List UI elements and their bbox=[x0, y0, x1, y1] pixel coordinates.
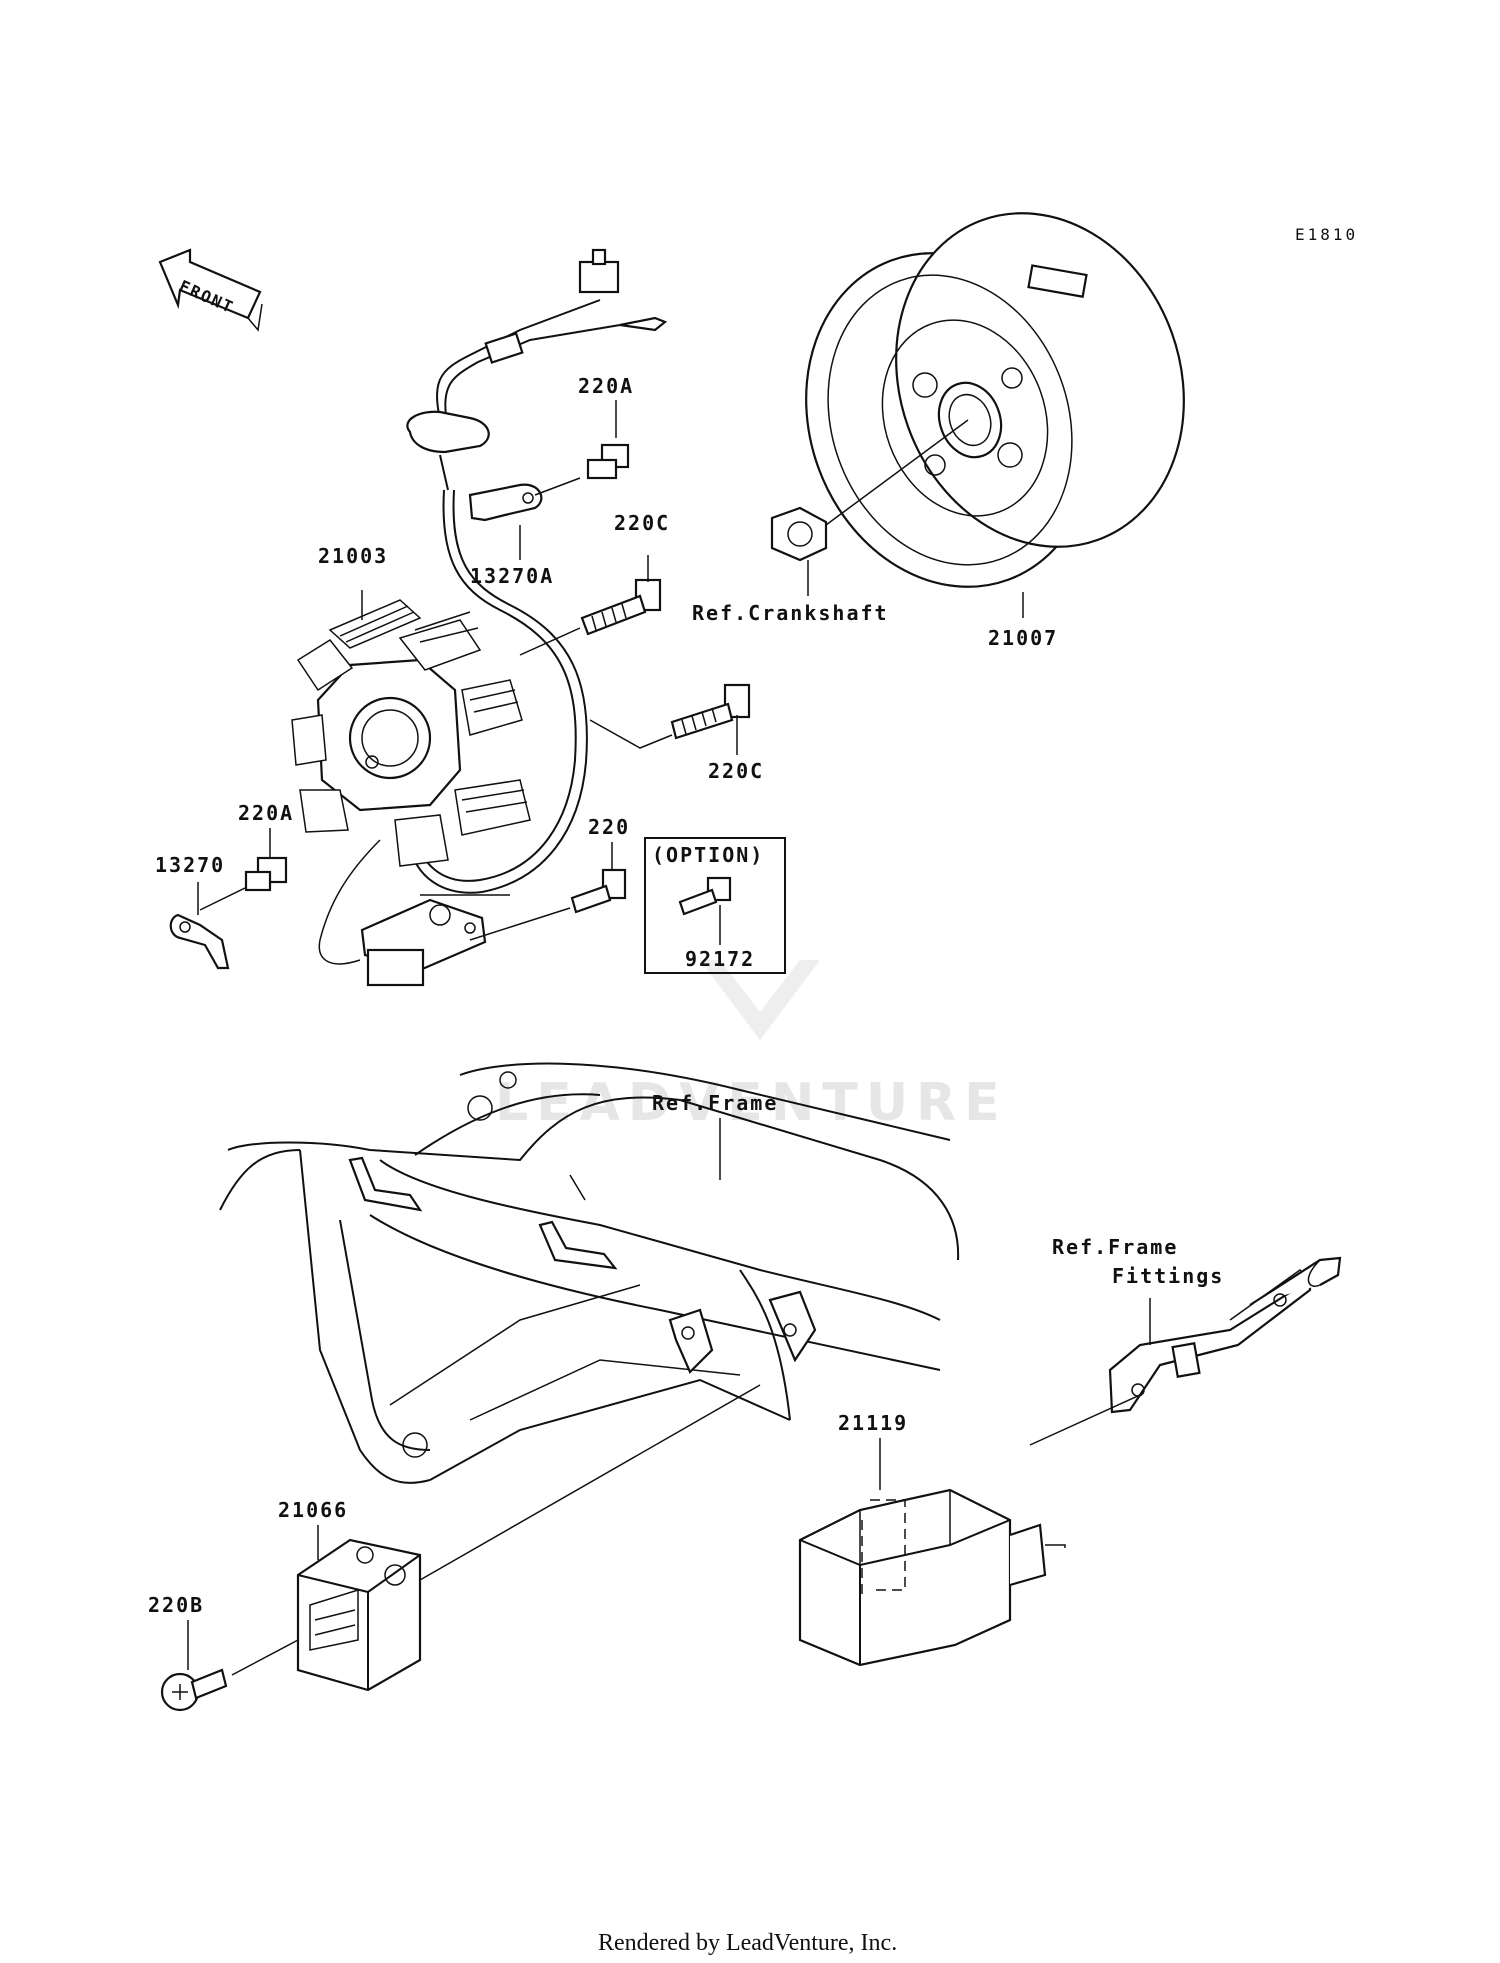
regulator-rectifier bbox=[296, 1538, 422, 1692]
footer-text: Rendered by LeadVenture, Inc. bbox=[598, 1930, 897, 1956]
cdi-unit bbox=[798, 1488, 1066, 1667]
label-220a-left: 220A bbox=[238, 801, 294, 825]
bolt-220a-left bbox=[244, 856, 288, 892]
label-220b: 220B bbox=[148, 1593, 204, 1617]
option-box bbox=[644, 837, 786, 974]
bracket-13270 bbox=[169, 913, 230, 970]
bolt-220a-top bbox=[586, 443, 630, 480]
label-ref-frame-fittings-line1: Ref.Frame bbox=[1052, 1235, 1178, 1259]
part-labels: 220A 13270A 220C 21003 Ref.Crankshaft 21… bbox=[148, 374, 1224, 1617]
label-220c-upper: 220C bbox=[614, 511, 670, 535]
bracket-13270a bbox=[468, 483, 543, 522]
label-ref-crankshaft: Ref.Crankshaft bbox=[692, 601, 889, 625]
screw-220b bbox=[160, 1668, 228, 1712]
frame-structure bbox=[219, 1062, 960, 1484]
flywheel-nut bbox=[770, 506, 828, 562]
watermark-text: LEADVENTURE bbox=[495, 1073, 1008, 1133]
label-220: 220 bbox=[588, 815, 630, 839]
watermark-logo: LEADVENTURE bbox=[495, 960, 1008, 1133]
diagram-code: E1810 bbox=[1295, 225, 1358, 244]
label-220a-top: 220A bbox=[578, 374, 634, 398]
label-21066: 21066 bbox=[278, 1498, 348, 1522]
label-option: (OPTION) bbox=[652, 843, 764, 867]
label-220c-lower: 220C bbox=[708, 759, 764, 783]
label-13270: 13270 bbox=[155, 853, 225, 877]
bolt-220c-upper bbox=[580, 578, 662, 636]
leader-lines bbox=[187, 400, 1151, 1670]
label-21007: 21007 bbox=[988, 626, 1058, 650]
screw-92172 bbox=[678, 876, 732, 916]
label-ref-frame-fittings-line2: Fittings bbox=[1112, 1264, 1224, 1288]
bolt-220 bbox=[570, 868, 627, 914]
stator-assembly bbox=[291, 248, 668, 987]
label-21003: 21003 bbox=[318, 544, 388, 568]
frame-fittings-bracket bbox=[1108, 1256, 1342, 1414]
label-21119: 21119 bbox=[838, 1411, 908, 1435]
flywheel-rotor bbox=[805, 212, 1185, 588]
label-92172: 92172 bbox=[685, 947, 755, 971]
label-ref-frame: Ref.Frame bbox=[652, 1091, 778, 1115]
label-13270a: 13270A bbox=[470, 564, 554, 588]
front-arrow-icon: FRONT bbox=[158, 248, 263, 332]
